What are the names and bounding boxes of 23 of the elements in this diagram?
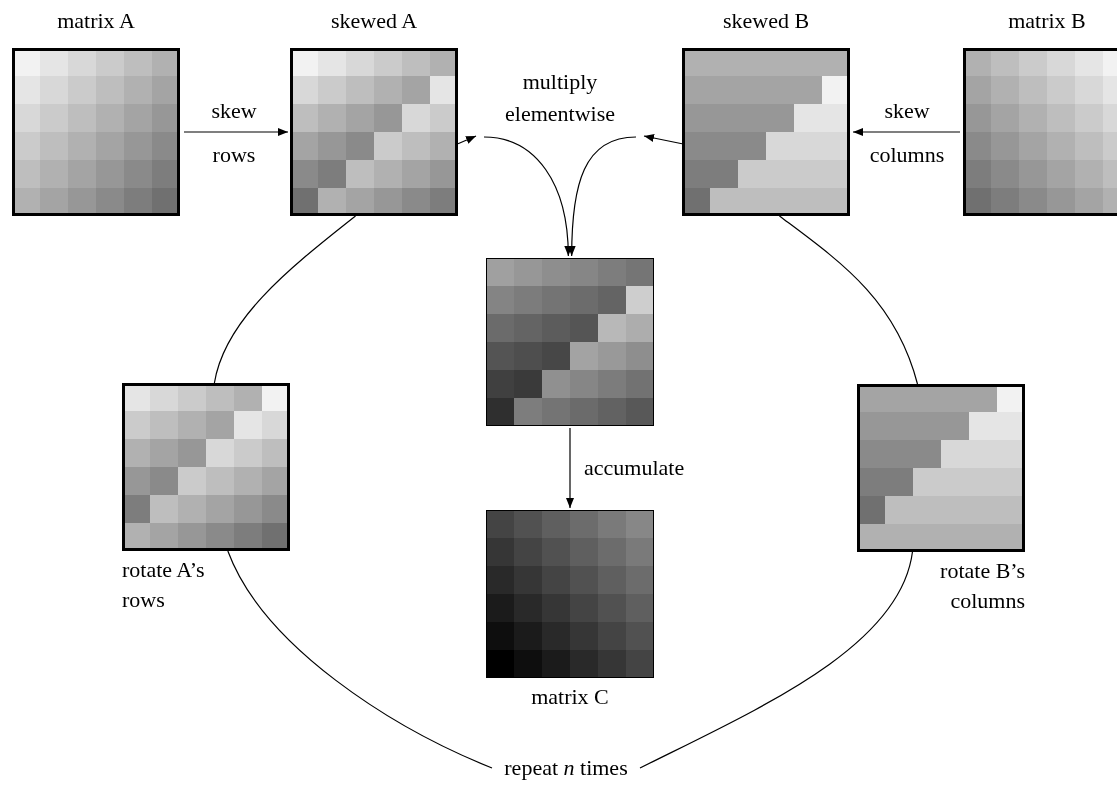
matrix-label: matrix C — [530, 683, 610, 711]
step-label: repeat n times — [503, 754, 629, 782]
connector-line — [639, 551, 914, 769]
matrix-label: skewed B — [721, 8, 811, 35]
matrix-label: rotate A’s rows — [122, 556, 206, 614]
edge-label: skew rows — [211, 97, 257, 169]
connector-line — [213, 215, 357, 384]
step-label: multiply elementwise — [504, 68, 616, 128]
arrow — [483, 136, 572, 257]
edge-label: accumulate — [584, 454, 685, 482]
arrow — [852, 128, 961, 136]
matrix-label: matrix A — [56, 8, 136, 35]
arrow — [567, 136, 637, 257]
arrow — [183, 128, 289, 136]
edge-label: skew columns — [869, 97, 945, 169]
arrow — [457, 135, 477, 145]
matrix-label: rotate B’s columns — [939, 557, 1025, 615]
arrow — [643, 134, 683, 145]
arrow — [566, 427, 574, 509]
connector-line — [778, 215, 919, 385]
connector-line — [227, 550, 493, 769]
matrix-label: matrix B — [1007, 8, 1087, 35]
matrix-label: skewed A — [329, 8, 419, 35]
